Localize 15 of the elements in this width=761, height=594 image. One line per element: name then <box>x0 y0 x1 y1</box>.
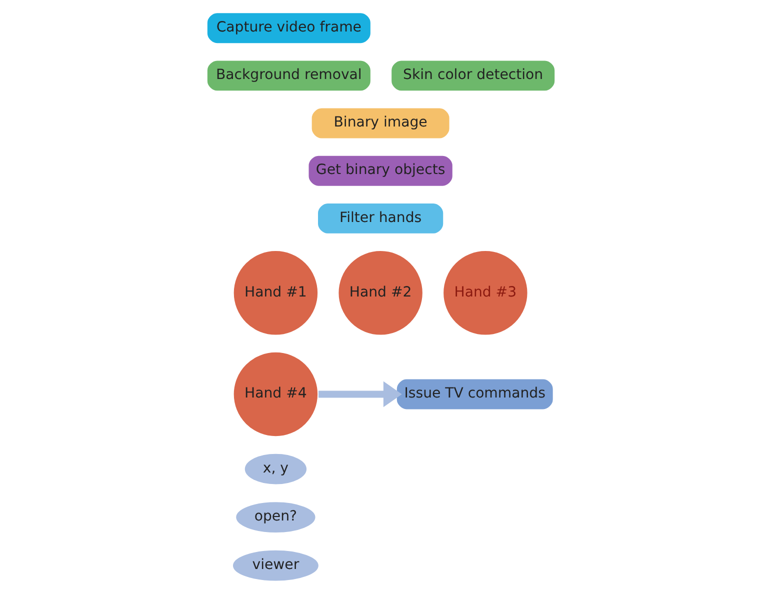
node-circle: Hand #3 <box>441 249 529 337</box>
node-ellipse: x, y <box>242 452 308 486</box>
node-circle: Hand #4 <box>232 350 319 438</box>
node-circle: Hand #2 <box>336 249 424 337</box>
node-box: Get binary objects <box>306 154 454 188</box>
node-circle: Hand #1 <box>232 249 319 337</box>
node-box: Capture video frame <box>205 11 372 45</box>
node-box: Filter hands <box>316 202 444 236</box>
node-box: Skin color detection <box>389 58 556 92</box>
node-ellipse: open? <box>234 500 317 534</box>
node-ellipse: viewer <box>230 548 320 583</box>
node-box: Background removal <box>205 58 372 92</box>
node-box: Binary image <box>310 106 451 140</box>
node-box: Issue TV commands <box>394 378 554 411</box>
arrow <box>318 381 402 408</box>
